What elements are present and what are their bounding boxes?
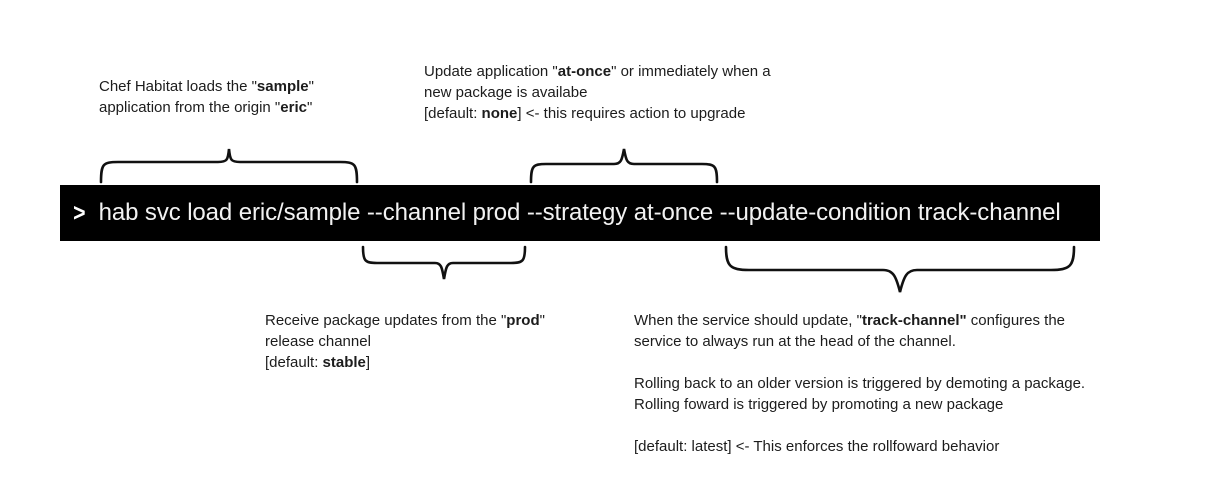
command-text: hab svc load eric/sample --channel prod … — [98, 199, 1061, 226]
annotation-line: [default: none] <- this requires action … — [424, 105, 746, 122]
annotation-line: [default: stable] — [265, 354, 371, 371]
brace-condition-icon — [724, 245, 1076, 293]
annotation-condition-text: When the service should update, "track-c… — [634, 310, 1114, 457]
annotation-line: application from the origin "eric" — [99, 99, 313, 116]
annotation-line: [default: latest] <- This enforces the r… — [634, 438, 1000, 455]
brace-origin-icon — [99, 148, 359, 184]
annotation-line: service to always run at the head of the… — [634, 333, 956, 350]
annotation-line: Chef Habitat loads the "sample" — [99, 78, 314, 95]
prompt-chevron-icon: > — [73, 198, 86, 227]
annotation-line: Rolling foward is triggered by promoting… — [634, 396, 1004, 413]
annotation-line: release channel — [265, 333, 371, 350]
brace-strategy-icon — [529, 148, 719, 184]
annotation-line: Receive package updates from the "prod" — [265, 312, 545, 329]
annotation-channel-text: Receive package updates from the "prod" r… — [265, 310, 595, 373]
annotation-line: When the service should update, "track-c… — [634, 312, 1066, 329]
annotation-line: Update application "at-once" or immediat… — [424, 63, 771, 80]
annotation-strategy-text: Update application "at-once" or immediat… — [424, 61, 844, 124]
command-bar[interactable]: > hab svc load eric/sample --channel pro… — [60, 185, 1100, 241]
annotation-line: new package is availabe — [424, 84, 588, 101]
brace-channel-icon — [361, 245, 527, 280]
annotation-origin-text: Chef Habitat loads the "sample" applicati… — [99, 76, 419, 118]
annotation-line: Rolling back to an older version is trig… — [634, 375, 1086, 392]
